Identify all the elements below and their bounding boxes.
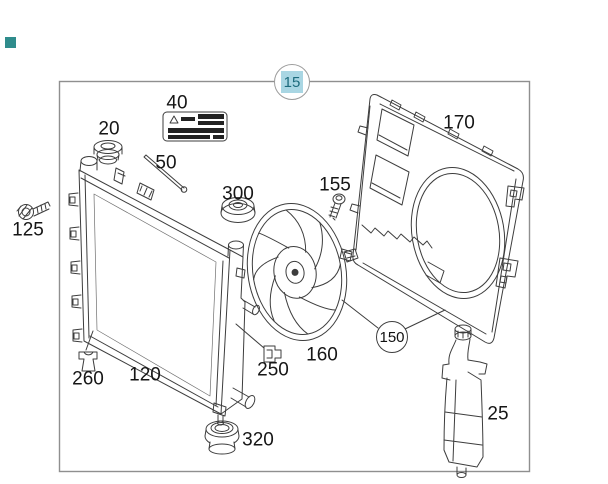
- subassembly-callout-label: 150: [379, 328, 405, 346]
- subassembly-callout-badge[interactable]: 150: [376, 321, 408, 353]
- part-label-bolt[interactable]: 125: [12, 219, 44, 241]
- radiator-cap-drawing: [93, 140, 123, 165]
- fan-drawing: [246, 203, 359, 341]
- part-label-warning-label[interactable]: 40: [166, 92, 188, 114]
- group-callout-badge[interactable]: 15: [274, 64, 310, 100]
- part-label-expansion-tank[interactable]: 25: [487, 403, 509, 425]
- screw-drawing: [328, 193, 346, 221]
- clip-front-drawing: [263, 345, 282, 363]
- part-label-seal-rod[interactable]: 50: [155, 152, 177, 174]
- part-label-upper-mount[interactable]: 300: [222, 183, 254, 205]
- part-label-clip-front[interactable]: 250: [257, 359, 289, 381]
- part-label-fan[interactable]: 160: [306, 344, 338, 366]
- fan-shroud-drawing: [339, 94, 525, 344]
- leader-lines: [85, 299, 446, 351]
- warning-label-drawing: [162, 111, 228, 142]
- radiator-drawing: [68, 156, 260, 426]
- seal-rod-drawing: [143, 154, 188, 193]
- group-callout-highlight: 15: [281, 71, 303, 93]
- clip-left-drawing: [78, 351, 98, 372]
- part-label-radiator[interactable]: 120: [129, 364, 161, 386]
- part-label-clip-left[interactable]: 260: [72, 368, 104, 390]
- expansion-tank-drawing: [441, 324, 488, 478]
- part-label-lower-mount[interactable]: 320: [242, 429, 274, 451]
- page-color-marker: [5, 37, 16, 48]
- part-label-screw[interactable]: 155: [319, 174, 351, 196]
- diagram-frame: [58, 80, 531, 473]
- bolt-drawing: [16, 201, 51, 220]
- part-label-radiator-cap[interactable]: 20: [98, 118, 120, 140]
- lower-mount-drawing: [204, 420, 240, 455]
- upper-mount-drawing: [220, 197, 256, 223]
- part-label-fan-shroud[interactable]: 170: [443, 112, 475, 134]
